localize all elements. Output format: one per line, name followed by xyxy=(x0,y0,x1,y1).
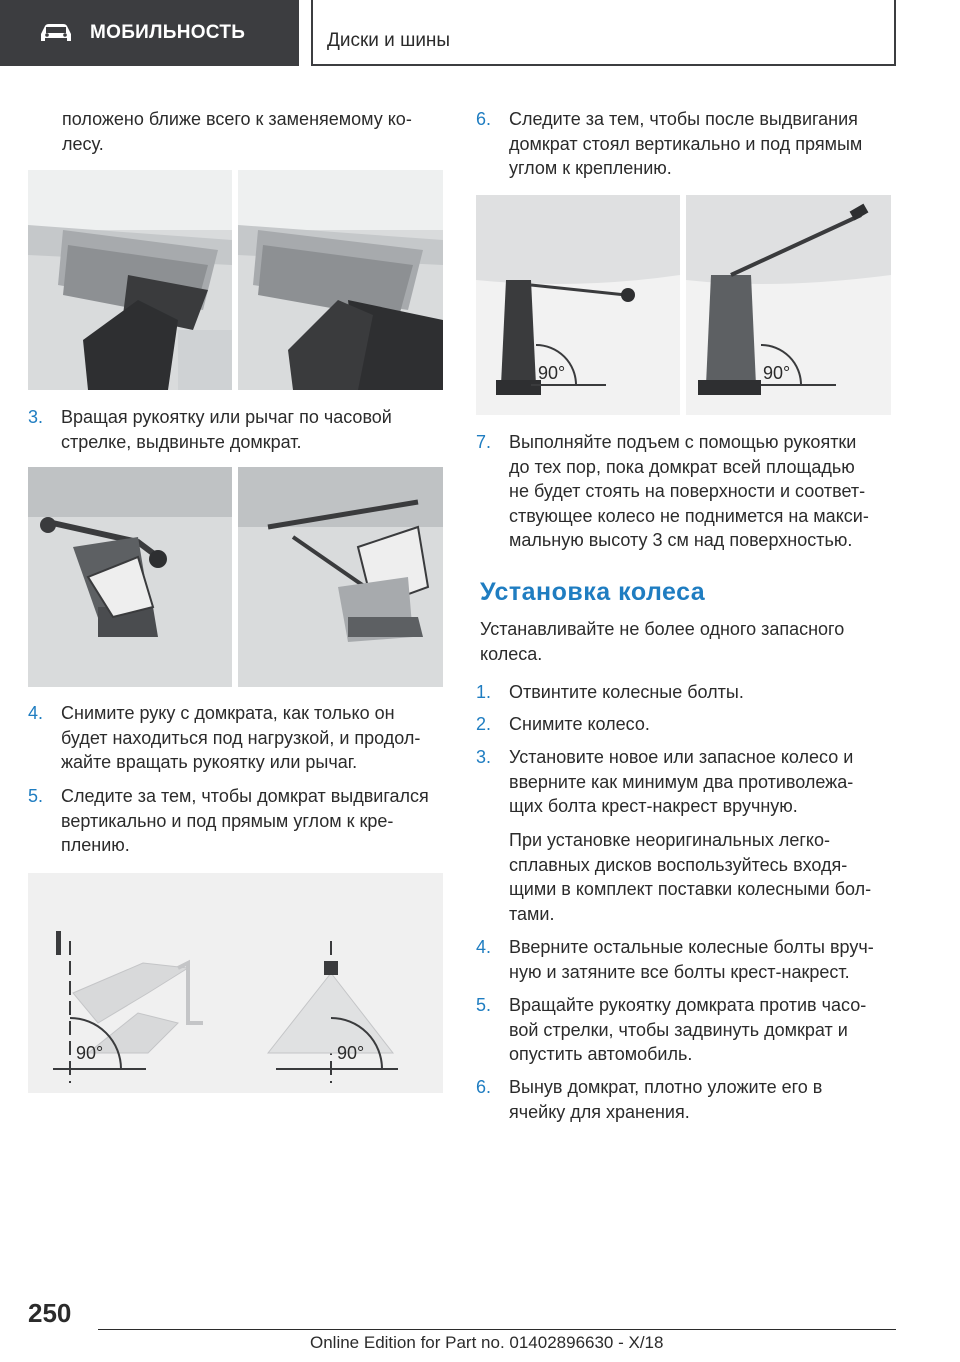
edition-note: Online Edition for Part no. 01402896630 … xyxy=(310,1333,664,1352)
section-title: МОБИЛЬНОСТЬ xyxy=(90,22,246,43)
footer-rule xyxy=(98,1329,896,1330)
angle-label-jack-2: 90° xyxy=(763,363,790,383)
mount-step-3: 3. Установите новое или запасное колесо … xyxy=(476,747,854,816)
alloy-wheel-note: При установке неоригинальных легко- спла… xyxy=(509,830,872,924)
heading-intro: Устанавливайте не более одного запасного… xyxy=(480,619,845,664)
page-number: 250 xyxy=(28,1298,72,1328)
angle-label-right: 90° xyxy=(337,1043,364,1063)
figure-jack-placement xyxy=(28,170,443,390)
figure-jack-vertical: 90° 90° xyxy=(476,195,891,415)
mount-step-4: 4. Вверните остальные колесные болты вру… xyxy=(476,937,874,982)
section-tab: МОБИЛЬНОСТЬ xyxy=(0,0,299,66)
mount-step-1: 1. Отвинтите колесные болты. xyxy=(476,682,744,702)
step-7-right: 7. Выполняйте подъем с помощью рукоятки … xyxy=(476,432,869,550)
figure-jack-right-angle: 90° 90° xyxy=(28,873,443,1093)
mount-step-5: 5. Вращайте рукоятку домкрата против час… xyxy=(476,995,867,1064)
intro-text: положено ближе всего к заменяемому ко- л… xyxy=(62,109,412,154)
chapter-header: Диски и шины xyxy=(311,0,896,66)
step-3-left: 3. Вращая рукоятку или рычаг по часовой … xyxy=(28,407,392,452)
angle-label-left: 90° xyxy=(76,1043,103,1063)
figure-crank-rotation xyxy=(28,467,443,687)
angle-label-jack-1: 90° xyxy=(538,363,565,383)
step-6-right: 6. Следите за тем, чтобы после выдвигани… xyxy=(476,109,863,178)
chapter-title: Диски и шины xyxy=(327,30,451,51)
mount-step-6: 6. Вынув домкрат, плотно уложите его в я… xyxy=(476,1077,823,1122)
step-4-left: 4. Снимите руку с домкрата, как только о… xyxy=(28,703,421,772)
section-heading: Установка колеса xyxy=(480,578,706,606)
mount-step-2: 2. Снимите колесо. xyxy=(476,714,650,734)
car-icon xyxy=(41,24,71,41)
step-5-left: 5. Следите за тем, чтобы домкрат выдвига… xyxy=(28,786,429,855)
